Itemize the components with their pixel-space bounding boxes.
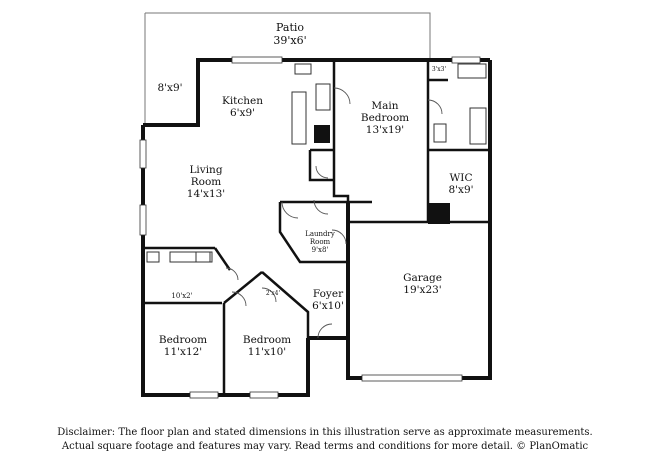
kitchen-fixtures (291, 63, 331, 145)
room-dims: 11'x12' (163, 346, 203, 359)
room-dims: 39'x6' (273, 33, 307, 47)
room-dims: 6'x9' (229, 107, 256, 120)
room-label-main-bedroom: Main Bedroom 13'x19' (350, 100, 420, 136)
room-label-closet: 2'x4' (258, 290, 288, 298)
disclaimer: Disclaimer: The floor plan and stated di… (0, 426, 650, 453)
room-dims: 9'x8' (311, 246, 329, 255)
bath-fixtures (146, 63, 487, 263)
room-label-bedroom-1: Bedroom 11'x12' (152, 334, 214, 358)
room-label-bedroom-2: Bedroom 11'x10' (234, 334, 300, 358)
room-dims: 10'x2' (171, 292, 193, 300)
room-name: WIC (449, 172, 473, 184)
room-dims: 19'x23' (403, 284, 442, 297)
room-name: Main Bedroom (360, 100, 410, 125)
room-dims: 13'x19' (365, 124, 405, 137)
room-dims: 3'x3' (431, 66, 447, 73)
room-label-wic: WIC 8'x9' (437, 172, 485, 196)
refrigerator (314, 125, 330, 143)
room-name: Bedroom (158, 334, 208, 346)
room-label-patio: Patio 39'x6' (250, 21, 330, 47)
wic-chimney (428, 203, 450, 224)
room-name: Laundry Room (305, 230, 335, 247)
room-label-kitchen: Kitchen 6'x9' (215, 95, 270, 119)
room-label-laundry: Laundry Room 9'x8' (295, 230, 345, 254)
room-label-small-bath: 3'x3' (428, 66, 450, 74)
room-name: Kitchen (221, 95, 264, 107)
patio-outline (144, 12, 431, 125)
room-name: Garage (403, 272, 442, 284)
room-name: Living Room (189, 164, 223, 189)
room-label-bath2: 10'x2' (162, 292, 202, 300)
disclaimer-line-2: Actual square footage and features may v… (61, 440, 589, 452)
disclaimer-line-1: Disclaimer: The floor plan and stated di… (57, 427, 593, 438)
room-label-porch: 8'x9' (150, 82, 190, 94)
room-dims: 8'x9' (448, 184, 474, 197)
room-name: Foyer (312, 288, 344, 300)
room-dims: 8'x9' (157, 82, 183, 94)
room-dims: 14'x13' (186, 188, 226, 201)
room-dims: 6'x10' (312, 300, 344, 313)
interior-walls (143, 60, 490, 395)
room-name: Bedroom (242, 334, 292, 346)
door-swings (225, 87, 443, 339)
room-label-garage: Garage 19'x23' (390, 272, 455, 296)
room-label-living: Living Room 14'x13' (176, 164, 236, 200)
windows (139, 56, 481, 399)
room-label-foyer: Foyer 6'x10' (302, 288, 354, 312)
room-dims: 2'x4' (265, 290, 281, 297)
room-dims: 11'x10' (247, 346, 287, 359)
room-name: Patio (275, 21, 305, 34)
